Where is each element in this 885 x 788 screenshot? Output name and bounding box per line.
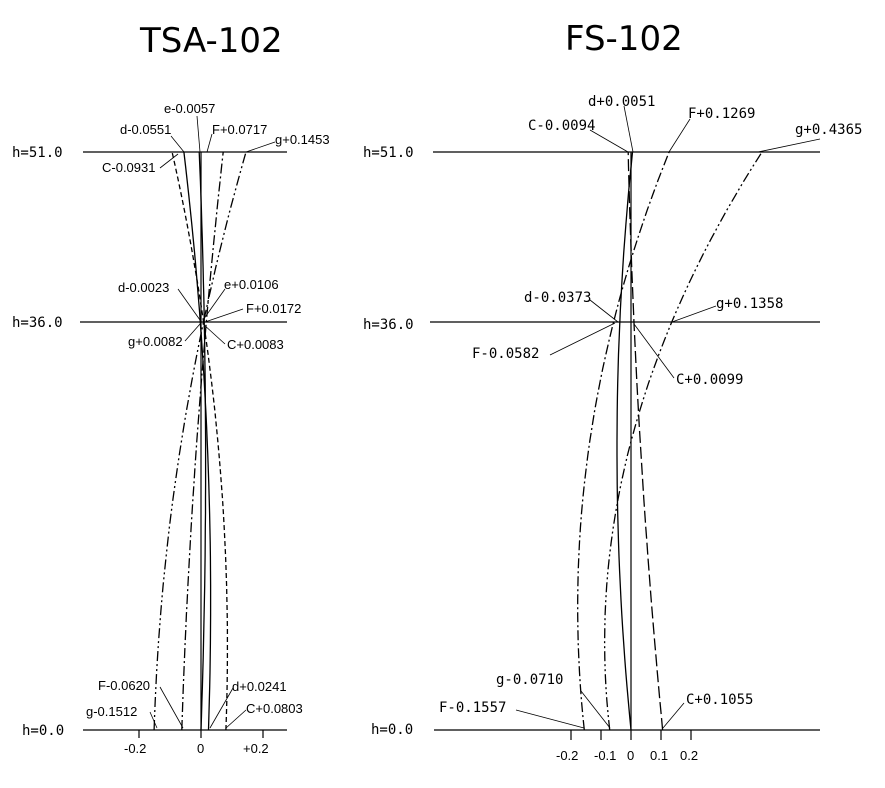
tick-label: 0.2 — [680, 748, 698, 763]
label-C-51: C-0.0931 — [102, 160, 155, 175]
label-d-51: d-0.0551 — [120, 122, 171, 137]
tick-label: -0.2 — [124, 741, 146, 756]
curve-d — [183, 151, 212, 731]
label-g-0: g-0.0710 — [496, 672, 563, 688]
label-C-0: C+0.1055 — [686, 692, 753, 708]
tick-label: -0.1 — [594, 748, 616, 763]
tick-label: 0 — [627, 748, 634, 763]
curve-F — [181, 151, 224, 731]
curve-d — [616, 151, 634, 731]
curve-C — [171, 151, 229, 731]
label-F-51: F+0.1269 — [688, 106, 755, 122]
tick-label: -0.2 — [556, 748, 578, 763]
label-C-36: C+0.0083 — [227, 337, 284, 352]
tick-label: 0 — [197, 741, 204, 756]
label-g-51: g+0.1453 — [275, 132, 330, 147]
series-group-fs102 — [577, 151, 763, 731]
height-label-51: h=51.0 — [363, 145, 414, 161]
curve-F — [577, 151, 670, 731]
label-d-51: d+0.0051 — [588, 94, 655, 110]
label-F-36: F+0.0172 — [246, 301, 301, 316]
label-d-36: d-0.0023 — [118, 280, 169, 295]
label-e-51: e-0.0057 — [164, 101, 215, 116]
label-d-36: d-0.0373 — [524, 290, 591, 306]
label-d-0: d+0.0241 — [232, 679, 287, 694]
label-C-0: C+0.0803 — [246, 701, 303, 716]
height-label-36: h=36.0 — [363, 317, 414, 333]
label-F-0: F-0.1557 — [439, 700, 506, 716]
label-e-36: e+0.0106 — [224, 277, 279, 292]
label-g-51: g+0.4365 — [795, 122, 862, 138]
chart-title-tsa102: TSA-102 — [139, 21, 283, 61]
label-C-51: C-0.0094 — [528, 118, 595, 134]
leader-lines-tsa102 — [149, 115, 276, 729]
label-g-36: g+0.0082 — [128, 334, 183, 349]
label-F-36: F-0.0582 — [472, 346, 539, 362]
curve-e — [198, 151, 207, 731]
label-g-0: g-0.1512 — [86, 704, 137, 719]
tick-label: +0.2 — [243, 741, 269, 756]
label-C-36: C+0.0099 — [676, 372, 743, 388]
tick-label: 0.1 — [650, 748, 668, 763]
label-g-36: g+0.1358 — [716, 296, 783, 312]
curve-g — [153, 151, 247, 731]
height-label-51: h=51.0 — [12, 145, 63, 161]
label-F-51: F+0.0717 — [212, 122, 267, 137]
curve-C — [627, 151, 664, 731]
height-label-0: h=0.0 — [22, 723, 64, 739]
chart-title-fs102: FS-102 — [565, 19, 683, 59]
label-F-0: F-0.0620 — [98, 678, 150, 693]
height-label-0: h=0.0 — [371, 722, 413, 738]
height-label-36: h=36.0 — [12, 315, 63, 331]
leader-lines-fs102 — [515, 105, 821, 729]
curve-g — [603, 151, 763, 731]
series-group-tsa102 — [153, 151, 247, 731]
